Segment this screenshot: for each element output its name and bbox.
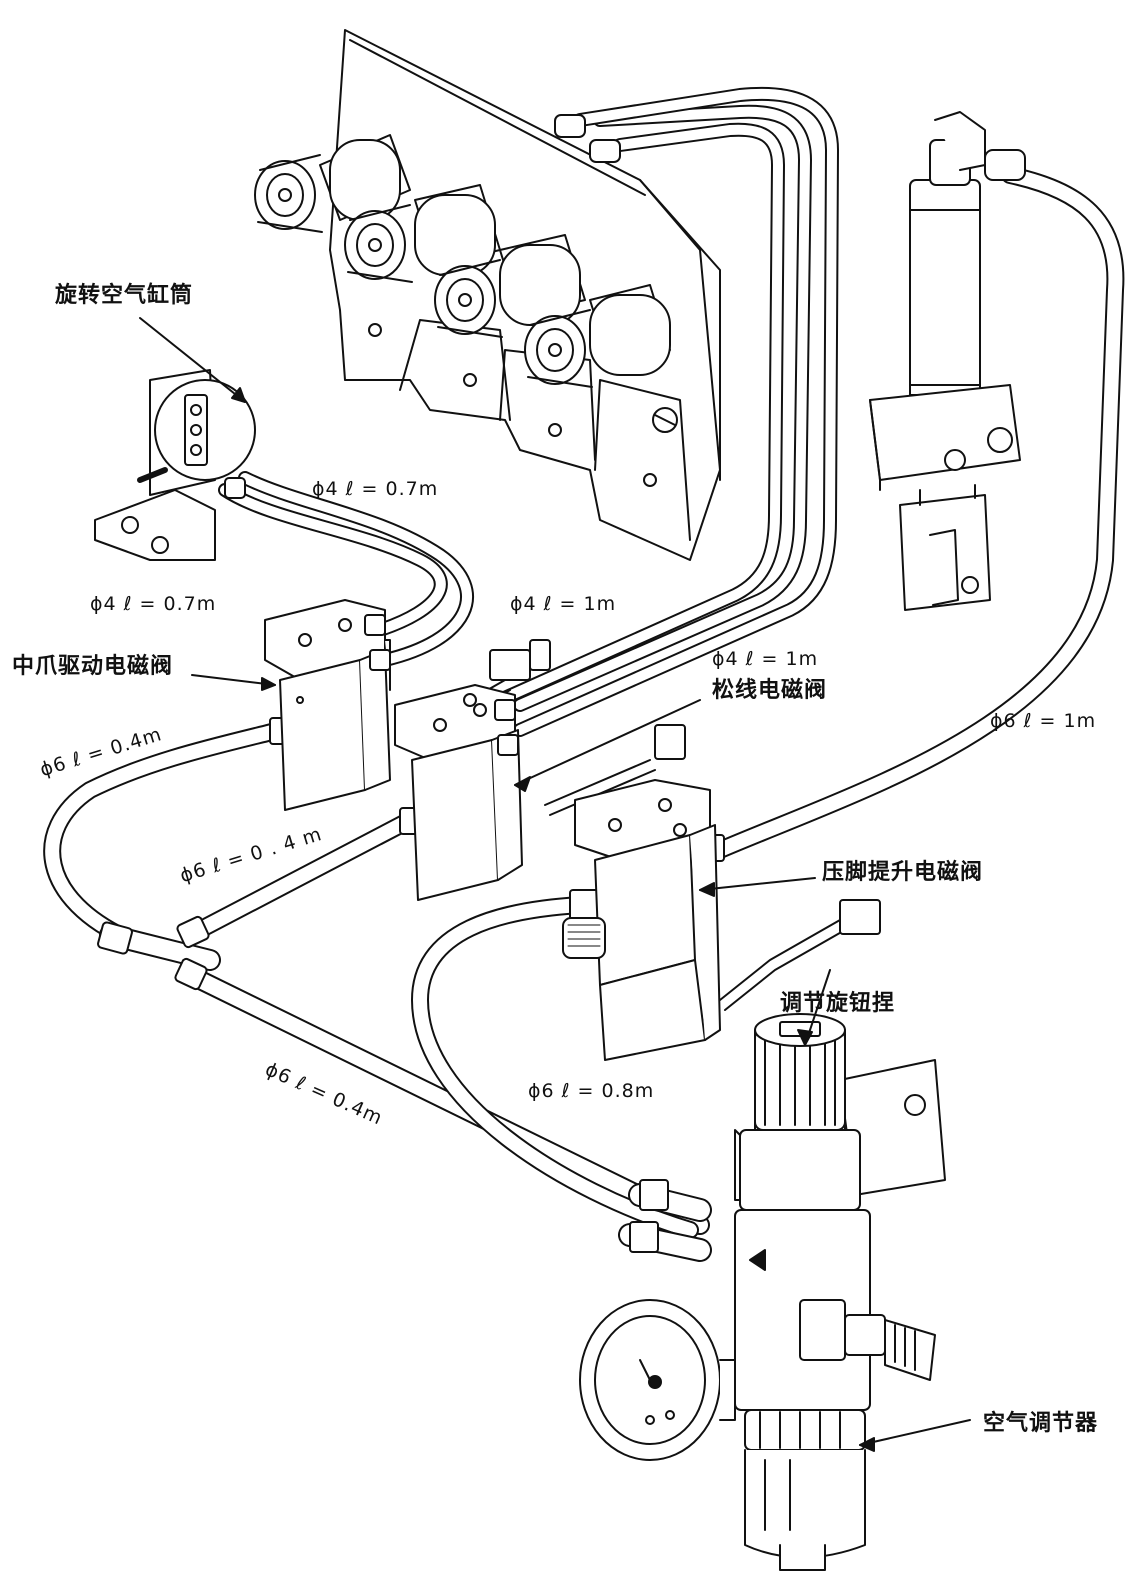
tube-spec-phi6-1m: ϕ6 ℓ = 1m: [990, 710, 1097, 732]
label-rotary-air-cylinder: 旋转空气缸筒: [55, 283, 194, 308]
label-air-regulator: 空气调节器: [983, 1411, 1099, 1436]
label-presser-foot-lift-solenoid-valve: 压脚提升电磁阀: [822, 860, 984, 885]
label-thread-release-solenoid-valve: 松线电磁阀: [712, 678, 828, 703]
leader-lines: [139, 317, 971, 1452]
tube-spec-phi4-1m-a: ϕ4 ℓ = 1m: [510, 593, 617, 615]
air-tubes: [43, 86, 1125, 1262]
thread-release-solenoid-valve: [394, 639, 551, 901]
tube-spec-phi4-1m-b: ϕ4 ℓ = 1m: [712, 648, 819, 670]
label-adjust-knob: 调节旋钮捏: [780, 991, 896, 1016]
plate-solenoid-valves: [254, 114, 671, 388]
middle-claw-solenoid-valve: [264, 599, 391, 811]
tube-spec-phi6-0.8m: ϕ6 ℓ = 0.8m: [528, 1080, 655, 1102]
rotary-air-cylinder: [94, 369, 256, 561]
air-regulator-unit: [579, 1013, 946, 1571]
presser-lift-air-cylinder: [869, 111, 1026, 611]
tube-spec-phi4-0.7m-left: ϕ4 ℓ = 0.7m: [90, 593, 217, 615]
label-middle-claw-solenoid-valve: 中爪驱动电磁阀: [12, 654, 174, 679]
tube-spec-phi4-0.7m-top: ϕ4 ℓ = 0.7m: [312, 478, 439, 500]
presser-foot-lift-solenoid-valve: [562, 724, 881, 1061]
